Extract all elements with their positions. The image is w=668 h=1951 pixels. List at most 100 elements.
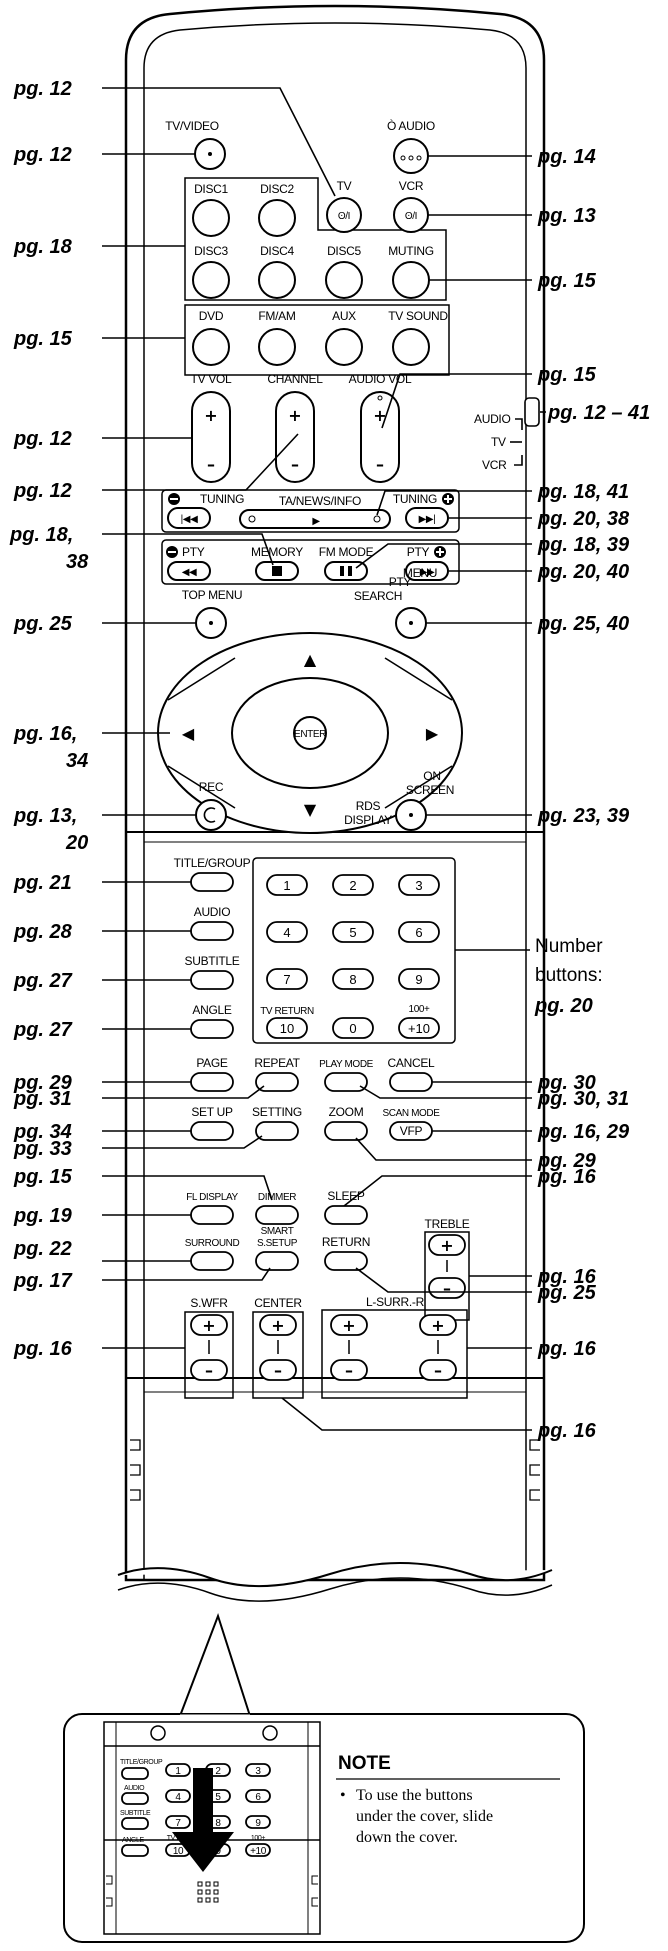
ref-dimmer: pg. 15 [13, 1166, 73, 1188]
audio-button[interactable]: AUDIO [190, 905, 234, 941]
ref-number: pg. 20 [534, 995, 593, 1017]
l-surr-r-rocker[interactable]: L-SURR.-R + – + – [330, 1295, 457, 1381]
number-button-0[interactable]: 0 [332, 1017, 374, 1039]
cursor-pad[interactable]: ▲ ▼ ◀ ▶ ENTER [157, 632, 463, 834]
disc3-button[interactable]: DISC3 [192, 244, 230, 299]
return-button[interactable]: RETURN [322, 1235, 370, 1271]
tv-power-button[interactable]: TV ʘ/I [326, 179, 362, 233]
pty-rewind-button[interactable]: ◀◀ [167, 561, 211, 581]
treble-rocker[interactable]: TREBLE + – [425, 1217, 470, 1299]
ref-tv: pg. 12 [13, 78, 72, 100]
number-button-plus10[interactable]: +10 [398, 1017, 440, 1039]
number-label: 4 [283, 925, 290, 940]
disc5-label: DISC5 [327, 244, 361, 258]
number-button-6[interactable]: 6 [398, 921, 440, 943]
tv-vol-rocker[interactable]: TV VOL + – [191, 372, 233, 483]
dimmer-button[interactable]: DIMMER [255, 1192, 299, 1225]
minus-icon: – [205, 1361, 213, 1380]
disc1-button[interactable]: DISC1 [192, 182, 230, 237]
center-rocker[interactable]: CENTER + – [254, 1296, 303, 1381]
ref-memory-2: 38 [66, 551, 89, 573]
memory-label: MEMORY [251, 545, 303, 559]
ta-news-label: TA/NEWS/INFO [279, 494, 361, 508]
mode-switch[interactable]: AUDIO TV VCR [474, 397, 540, 472]
disc4-label: DISC4 [260, 244, 294, 258]
number-button-8[interactable]: 8 [332, 968, 374, 990]
set-up-button[interactable]: SET UP [190, 1105, 234, 1141]
up-arrow-icon[interactable]: ▲ [304, 650, 317, 669]
tuning-down-button[interactable]: |◀◀ [167, 507, 211, 529]
number-button-2[interactable]: 2 [332, 874, 374, 896]
number-button-4[interactable]: 4 [266, 921, 308, 943]
ref-muting: pg. 15 [537, 270, 597, 292]
tv-sound-button[interactable]: TV SOUND [388, 309, 449, 366]
number-button-9[interactable]: 9 [398, 968, 440, 990]
fm-mode-pause-button[interactable] [324, 561, 368, 581]
down-arrow-icon[interactable]: ▼ [304, 800, 317, 819]
inset-speaker-grille [197, 1881, 219, 1903]
ref-setting: pg. 33 [13, 1138, 72, 1160]
inset-audio-label: AUDIO [124, 1785, 145, 1792]
number-button-3[interactable]: 3 [398, 874, 440, 896]
number-label: 0 [349, 1021, 356, 1036]
tv-label: TV [337, 179, 352, 193]
tuning-up-button[interactable]: ▶▶| [405, 507, 449, 529]
inset-number-label: 9 [255, 1818, 261, 1829]
tuning-left-label: TUNING [200, 492, 244, 506]
muting-button[interactable]: MUTING [388, 244, 434, 299]
zoom-button[interactable]: ZOOM [324, 1105, 368, 1141]
on-screen-button[interactable]: ON SCREEN RDS DISPLAY [344, 769, 454, 831]
ref-ta-news: pg. 18, 41 [537, 481, 629, 503]
pty-ffwd-button[interactable]: ▶▶ [405, 561, 449, 581]
memory-stop-button[interactable] [255, 561, 299, 581]
enter-button[interactable]: ENTER [293, 716, 327, 750]
ta-news-play-button[interactable]: ▶ [239, 509, 391, 529]
number-button-1[interactable]: 1 [266, 874, 308, 896]
fl-display-button[interactable]: FL DISPLAY [186, 1192, 239, 1225]
audio-power-button[interactable]: Ò AUDIO [387, 118, 435, 174]
page-button[interactable]: PAGE [190, 1056, 234, 1092]
ref-cursor: pg. 16, [13, 723, 77, 745]
ref-audio-power: pg. 14 [537, 146, 596, 168]
ref-tuning: pg. 20, 38 [537, 508, 630, 530]
ref-return: pg. 25 [537, 1282, 597, 1304]
aux-button[interactable]: AUX [325, 309, 363, 366]
inset-number-pad: 1 2 3 4 5 6 7 8 9 TV RET 10 0 100+ +10 [165, 1763, 271, 1857]
pty-search-label-1: PTY [389, 575, 412, 589]
sleep-label: SLEEP [327, 1189, 364, 1203]
fm-mode-label: FM MODE [319, 545, 374, 559]
note-line-1: To use the buttons [356, 1787, 473, 1804]
play-mode-button[interactable]: PLAY MODE [319, 1059, 374, 1092]
menu-button[interactable]: PTY SEARCH MENU [354, 566, 437, 639]
disc2-button[interactable]: DISC2 [258, 182, 296, 237]
rec-button[interactable]: REC [195, 780, 227, 831]
dvd-button[interactable]: DVD [192, 309, 230, 366]
ref-surround: pg. 22 [13, 1238, 72, 1260]
number-button-7[interactable]: 7 [266, 968, 308, 990]
number-button-10[interactable]: 10 [266, 1017, 308, 1039]
right-arrow-icon[interactable]: ▶ [426, 724, 439, 743]
number-label: 8 [349, 972, 356, 987]
disc4-button[interactable]: DISC4 [258, 244, 296, 299]
disc5-button[interactable]: DISC5 [325, 244, 363, 299]
left-arrow-icon[interactable]: ◀ [182, 724, 195, 743]
setting-button[interactable]: SETTING [252, 1105, 302, 1141]
s-wfr-rocker[interactable]: S.WFR + – [190, 1296, 229, 1381]
inset-angle-label: ANGLE [122, 1837, 144, 1844]
sleep-button[interactable]: SLEEP [324, 1189, 368, 1225]
ref-audio-vol: pg. 15 [537, 364, 597, 386]
top-menu-button[interactable]: TOP MENU [182, 588, 243, 639]
number-button-5[interactable]: 5 [332, 921, 374, 943]
number-buttons-label: Number [535, 936, 603, 957]
cancel-button[interactable]: CANCEL [388, 1056, 436, 1092]
subtitle-button[interactable]: SUBTITLE [185, 954, 240, 990]
angle-button[interactable]: ANGLE [190, 1003, 234, 1039]
fm-am-button[interactable]: FM/AM [258, 309, 296, 366]
vcr-power-button[interactable]: VCR ʘ/I [393, 179, 429, 233]
scan-mode-label: SCAN MODE [383, 1108, 441, 1119]
repeat-button[interactable]: REPEAT [254, 1056, 301, 1092]
tv-video-button[interactable]: TV/VIDEO [165, 119, 226, 170]
ref-on-screen: pg. 23, 39 [537, 805, 630, 827]
